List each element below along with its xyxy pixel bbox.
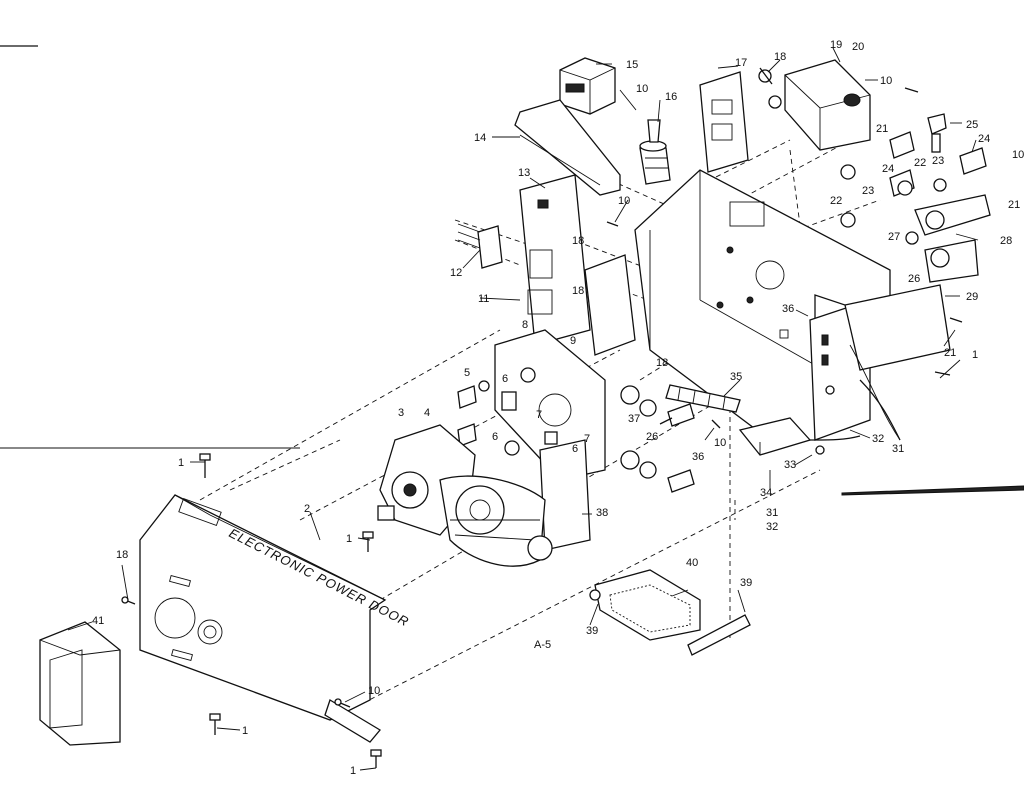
part-34-capacitor (738, 417, 825, 456)
callout-10: 10 (618, 195, 630, 207)
part-8-bracket (584, 254, 636, 356)
callout-13: 13 (518, 167, 530, 179)
callout-35: 35 (730, 371, 742, 383)
callout-10: 10 (368, 685, 380, 697)
callout-16: 16 (665, 91, 677, 103)
screw-fasteners (121, 87, 963, 768)
callout-15: 15 (626, 59, 638, 71)
callout-17: 17 (735, 57, 747, 69)
part-18-screws (758, 67, 782, 109)
callout-27: 27 (888, 231, 900, 243)
callout-26: 26 (646, 431, 658, 443)
callout-36: 36 (692, 451, 704, 463)
callout-41: 41 (92, 615, 104, 627)
part-38-plate (539, 439, 591, 551)
callout-6: 6 (502, 373, 508, 385)
callout-1: 1 (350, 765, 356, 777)
callout-21: 21 (944, 347, 956, 359)
callout-32: 32 (872, 433, 884, 445)
callout-26: 26 (908, 273, 920, 285)
part-29-cover-plate (844, 284, 951, 441)
callout-39: 39 (740, 577, 752, 589)
callout-labels: 15 10 16 17 18 19 20 10 21 25 23 24 10 1… (92, 39, 1024, 777)
callout-34: 34 (760, 487, 772, 499)
callout-8: 8 (522, 319, 528, 331)
callout-1: 1 (178, 457, 184, 469)
callout-23: 23 (862, 185, 874, 197)
part-19-housing (784, 59, 871, 151)
callout-18: 18 (774, 51, 786, 63)
part-15-relay (559, 57, 616, 115)
callout-39: 39 (586, 625, 598, 637)
callout-14: 14 (474, 132, 486, 144)
part-36-bolts (659, 403, 695, 493)
callout-11: 11 (478, 293, 489, 305)
callout-10: 10 (636, 83, 648, 95)
callout-9: 9 (570, 335, 576, 347)
part-16-light-socket (639, 119, 671, 185)
callout-5: 5 (464, 367, 470, 379)
callout-31: 31 (766, 507, 778, 519)
part-12-terminal-strip (457, 223, 503, 269)
callout-2: 2 (304, 503, 310, 515)
callout-37: 37 (628, 413, 640, 425)
callout-1: 1 (242, 725, 248, 737)
part-25-clip (927, 113, 947, 153)
callout-6: 6 (492, 431, 498, 443)
part-41-light-lens (39, 621, 121, 746)
callout-25: 25 (966, 119, 978, 131)
callout-21: 21 (1008, 199, 1020, 211)
part-3-motor (377, 424, 553, 567)
callout-1: 1 (346, 533, 352, 545)
callout-10: 10 (880, 75, 892, 87)
callout-6: 6 (572, 443, 578, 455)
callout-22: 22 (914, 157, 926, 169)
callout-38: 38 (596, 507, 608, 519)
callout-18: 18 (572, 235, 584, 247)
callout-31: 31 (892, 443, 904, 455)
part-14-bracket (514, 99, 621, 196)
callout-32: 32 (766, 521, 778, 533)
callout-18: 18 (656, 357, 668, 369)
callout-29: 29 (966, 291, 978, 303)
part-17-plate (699, 71, 749, 173)
callout-10: 10 (714, 437, 726, 449)
callout-23: 23 (932, 155, 944, 167)
leader-lines (67, 47, 979, 771)
part-39-clips (589, 589, 751, 656)
part-40-tray (594, 569, 701, 641)
callout-3: 3 (398, 407, 404, 419)
callout-19: 19 (830, 39, 842, 51)
part-35-chain (665, 384, 741, 413)
part-6-spacers (501, 391, 558, 456)
part-13-circuit-board (519, 174, 591, 346)
callout-7: 7 (584, 433, 590, 445)
callout-12: 12 (450, 267, 462, 279)
part-28-bracket (905, 194, 991, 283)
part-22-washers (840, 164, 947, 228)
callout-24: 24 (978, 133, 990, 145)
callout-33: 33 (784, 459, 796, 471)
callout-4: 4 (424, 407, 430, 419)
sheet-reference: A-5 (534, 639, 551, 651)
part-31-32-wiring (814, 379, 901, 441)
part-5-washers (457, 380, 490, 447)
callout-18: 18 (572, 285, 584, 297)
part-37-pulleys (620, 385, 657, 479)
callout-28: 28 (1000, 235, 1012, 247)
callout-1: 1 (972, 349, 978, 361)
callout-18: 18 (116, 549, 128, 561)
callout-22: 22 (830, 195, 842, 207)
callout-40: 40 (686, 557, 698, 569)
margin-mark-right (841, 485, 1024, 496)
callout-20: 20 (852, 41, 864, 53)
main-chassis (634, 169, 891, 441)
callout-36: 36 (782, 303, 794, 315)
callout-10: 10 (1012, 149, 1024, 161)
callout-7: 7 (536, 409, 542, 421)
callout-21: 21 (876, 123, 888, 135)
callout-24: 24 (882, 163, 894, 175)
